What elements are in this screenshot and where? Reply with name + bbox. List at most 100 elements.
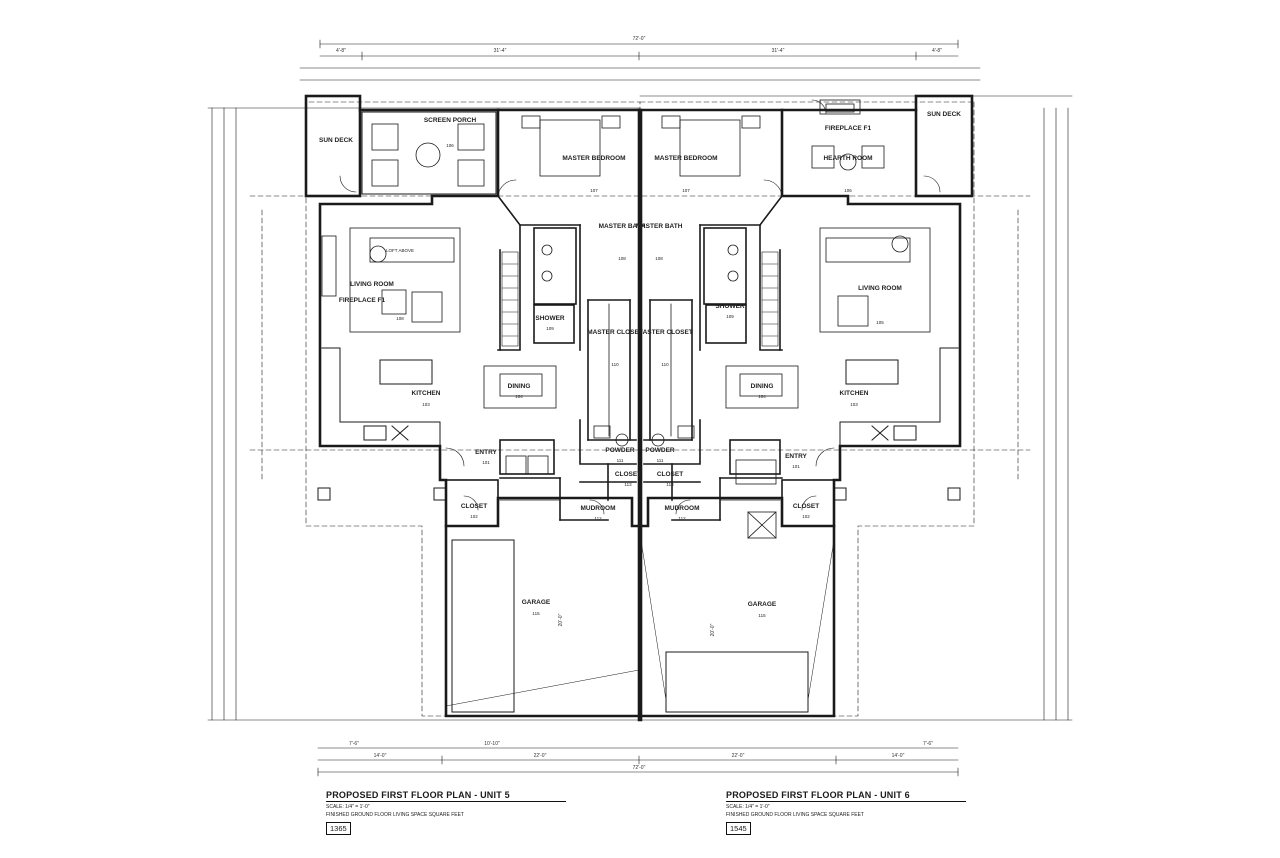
dim-top-left-half: 31'-4" (494, 48, 507, 54)
dim-bottom-mid-left: 22'-0" (534, 753, 547, 759)
room-tag: 102 (470, 514, 478, 519)
room-tag: 111 (657, 458, 664, 463)
dim-bottom-mid-right: 22'-0" (732, 753, 745, 759)
dim-top-right-edge: 4'-8" (932, 48, 942, 54)
dim-garage-depth-right: 20'-0" (710, 623, 716, 636)
room-closet: CLOSET (793, 503, 819, 510)
room-tag: 113 (624, 482, 632, 487)
room-master-bath: MASTER BATH (636, 223, 683, 230)
room-tag: 106 (844, 188, 852, 193)
dim-top-left-edge: 4'-8" (336, 48, 346, 54)
room-entry: ENTRY (785, 453, 807, 460)
room-fireplace: FIREPLACE F1 (339, 297, 386, 304)
dim-left-side-b: 10'-10" (484, 741, 500, 747)
room-tag: 106 (446, 143, 454, 148)
unit6-labels: SUN DECK FIREPLACE F1 HEARTH ROOM 106 MA… (636, 111, 962, 618)
room-tag: 108 (618, 256, 626, 261)
room-tag: 112 (594, 516, 602, 521)
unit5-plan-title: PROPOSED FIRST FLOOR PLAN - UNIT 5 (326, 790, 566, 802)
room-master-closet: MASTER CLOSET (587, 329, 643, 336)
garage-doors (445, 539, 835, 713)
room-tag: 107 (682, 188, 690, 193)
unit6-area-value: 1545 (726, 822, 751, 835)
room-closet: CLOSET (615, 471, 641, 478)
furniture (321, 99, 931, 539)
interior-walls (359, 109, 917, 527)
unit6-scale: SCALE: 1/4" = 1'-0" (726, 804, 770, 810)
room-powder: POWDER (605, 447, 635, 454)
room-master-closet: MASTER CLOSET (637, 329, 693, 336)
dim-garage-depth-left: 20'-0" (558, 613, 564, 626)
dim-right-side-a: 7'-6" (923, 741, 933, 747)
dimension-lines (207, 39, 1073, 777)
room-tag: 108 (396, 316, 404, 321)
door-swings (339, 99, 941, 515)
room-living-room: LIVING ROOM (858, 285, 902, 292)
room-tag: 115 (758, 613, 766, 618)
room-kitchen: KITCHEN (412, 390, 441, 397)
unit5-area-label: FINISHED GROUND FLOOR LIVING SPACE SQUAR… (326, 812, 464, 818)
dim-bottom-overall: 72'-0" (633, 765, 646, 771)
unit6-area-label: FINISHED GROUND FLOOR LIVING SPACE SQUAR… (726, 812, 864, 818)
dim-bottom-right: 14'-0" (892, 753, 905, 759)
room-powder: POWDER (645, 447, 675, 454)
room-tag: 104 (515, 394, 523, 399)
kitchen-counters (321, 347, 959, 447)
room-mudroom: MUDROOM (664, 505, 699, 512)
room-tag: 101 (482, 460, 490, 465)
room-sun-deck: SUN DECK (319, 137, 353, 144)
room-dining: DINING (751, 383, 774, 390)
room-tag: 112 (678, 516, 686, 521)
roof-outline (249, 101, 1031, 717)
stairs (501, 251, 779, 347)
room-closet: CLOSET (657, 471, 683, 478)
room-garage: GARAGE (748, 601, 777, 608)
room-tag: 107 (590, 188, 598, 193)
room-tag: 103 (422, 402, 430, 407)
room-tag: 101 (792, 464, 800, 469)
unit5-labels: SUN DECK SCREEN PORCH 106 MASTER BEDROOM… (319, 117, 646, 616)
room-entry: ENTRY (475, 449, 497, 456)
room-hearth-room: HEARTH ROOM (823, 155, 872, 162)
room-dining: DINING (508, 383, 531, 390)
room-sun-deck: SUN DECK (927, 111, 961, 118)
room-tag: 108 (655, 256, 663, 261)
dim-bottom-left: 14'-0" (374, 753, 387, 759)
room-shower: SHOWER (715, 303, 745, 310)
loft-above-note: LOFT ABOVE (386, 248, 414, 253)
unit6-plan-title: PROPOSED FIRST FLOOR PLAN - UNIT 6 (726, 790, 966, 802)
room-living-room: LIVING ROOM (350, 281, 394, 288)
room-tag: 102 (802, 514, 810, 519)
dim-left-side-a: 7'-6" (349, 741, 359, 747)
unit5-scale: SCALE: 1/4" = 1'-0" (326, 804, 370, 810)
room-fireplace: FIREPLACE F1 (825, 125, 872, 132)
room-master-bedroom: MASTER BEDROOM (562, 155, 625, 162)
room-tag: 103 (850, 402, 858, 407)
dim-top-right-half: 31'-4" (772, 48, 785, 54)
room-tag: 110 (611, 362, 619, 367)
room-shower: SHOWER (535, 315, 565, 322)
room-tag: 109 (726, 314, 734, 319)
unit5-area-value: 1365 (326, 822, 351, 835)
room-master-bedroom: MASTER BEDROOM (654, 155, 717, 162)
room-tag: 110 (661, 362, 669, 367)
exterior-walls (304, 94, 974, 722)
room-garage: GARAGE (522, 599, 551, 606)
unit5-caption: PROPOSED FIRST FLOOR PLAN - UNIT 5 SCALE… (326, 790, 566, 836)
room-tag: 109 (546, 326, 554, 331)
room-kitchen: KITCHEN (840, 390, 869, 397)
room-tag: 104 (758, 394, 766, 399)
room-tag: 113 (666, 482, 674, 487)
unit6-caption: PROPOSED FIRST FLOOR PLAN - UNIT 6 SCALE… (726, 790, 966, 836)
room-tag: 105 (876, 320, 884, 325)
room-tag: 115 (532, 611, 540, 616)
room-screen-porch: SCREEN PORCH (424, 117, 477, 124)
room-tag: 111 (617, 458, 624, 463)
room-closet: CLOSET (461, 503, 487, 510)
dim-top-overall: 72'-0" (633, 36, 646, 42)
room-master-bath: MASTER BATH (599, 223, 646, 230)
posts (317, 487, 961, 501)
room-mudroom: MUDROOM (580, 505, 615, 512)
